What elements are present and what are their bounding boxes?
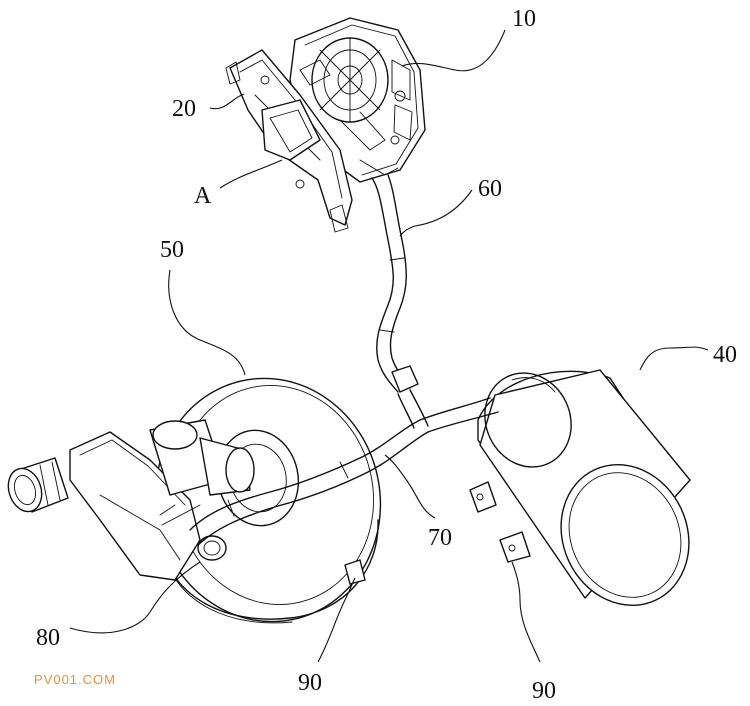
leader-70 <box>384 454 436 519</box>
leader-50 <box>168 269 246 376</box>
label-90-left: 90 <box>298 670 322 696</box>
leader-20 <box>209 93 245 110</box>
vacuum-hose-70 <box>189 389 499 546</box>
label-20: 20 <box>172 96 196 122</box>
label-90-right: 90 <box>532 678 556 704</box>
label-50: 50 <box>160 237 184 263</box>
label-40: 40 <box>713 342 737 368</box>
mounting-bracket-20 <box>225 49 353 233</box>
leader-60 <box>399 189 473 237</box>
tank-bracket-90-upper <box>469 481 497 513</box>
leader-10 <box>401 29 506 72</box>
leader-80 <box>69 561 201 634</box>
leader-a <box>219 159 283 189</box>
watermark: PV001.COM <box>34 672 116 687</box>
vacuum-hose-60 <box>371 174 419 393</box>
master-cylinder-80 <box>7 419 255 581</box>
label-80: 80 <box>36 625 60 651</box>
label-70: 70 <box>428 525 452 551</box>
label-60: 60 <box>478 176 502 202</box>
label-10: 10 <box>512 6 536 32</box>
label-a: A <box>194 183 212 209</box>
leader-90-left <box>317 577 356 663</box>
vacuum-tank-40 <box>477 369 691 607</box>
leader-90-right <box>511 561 541 663</box>
leader-40 <box>639 346 709 371</box>
tank-bracket-90-lower <box>499 531 531 563</box>
